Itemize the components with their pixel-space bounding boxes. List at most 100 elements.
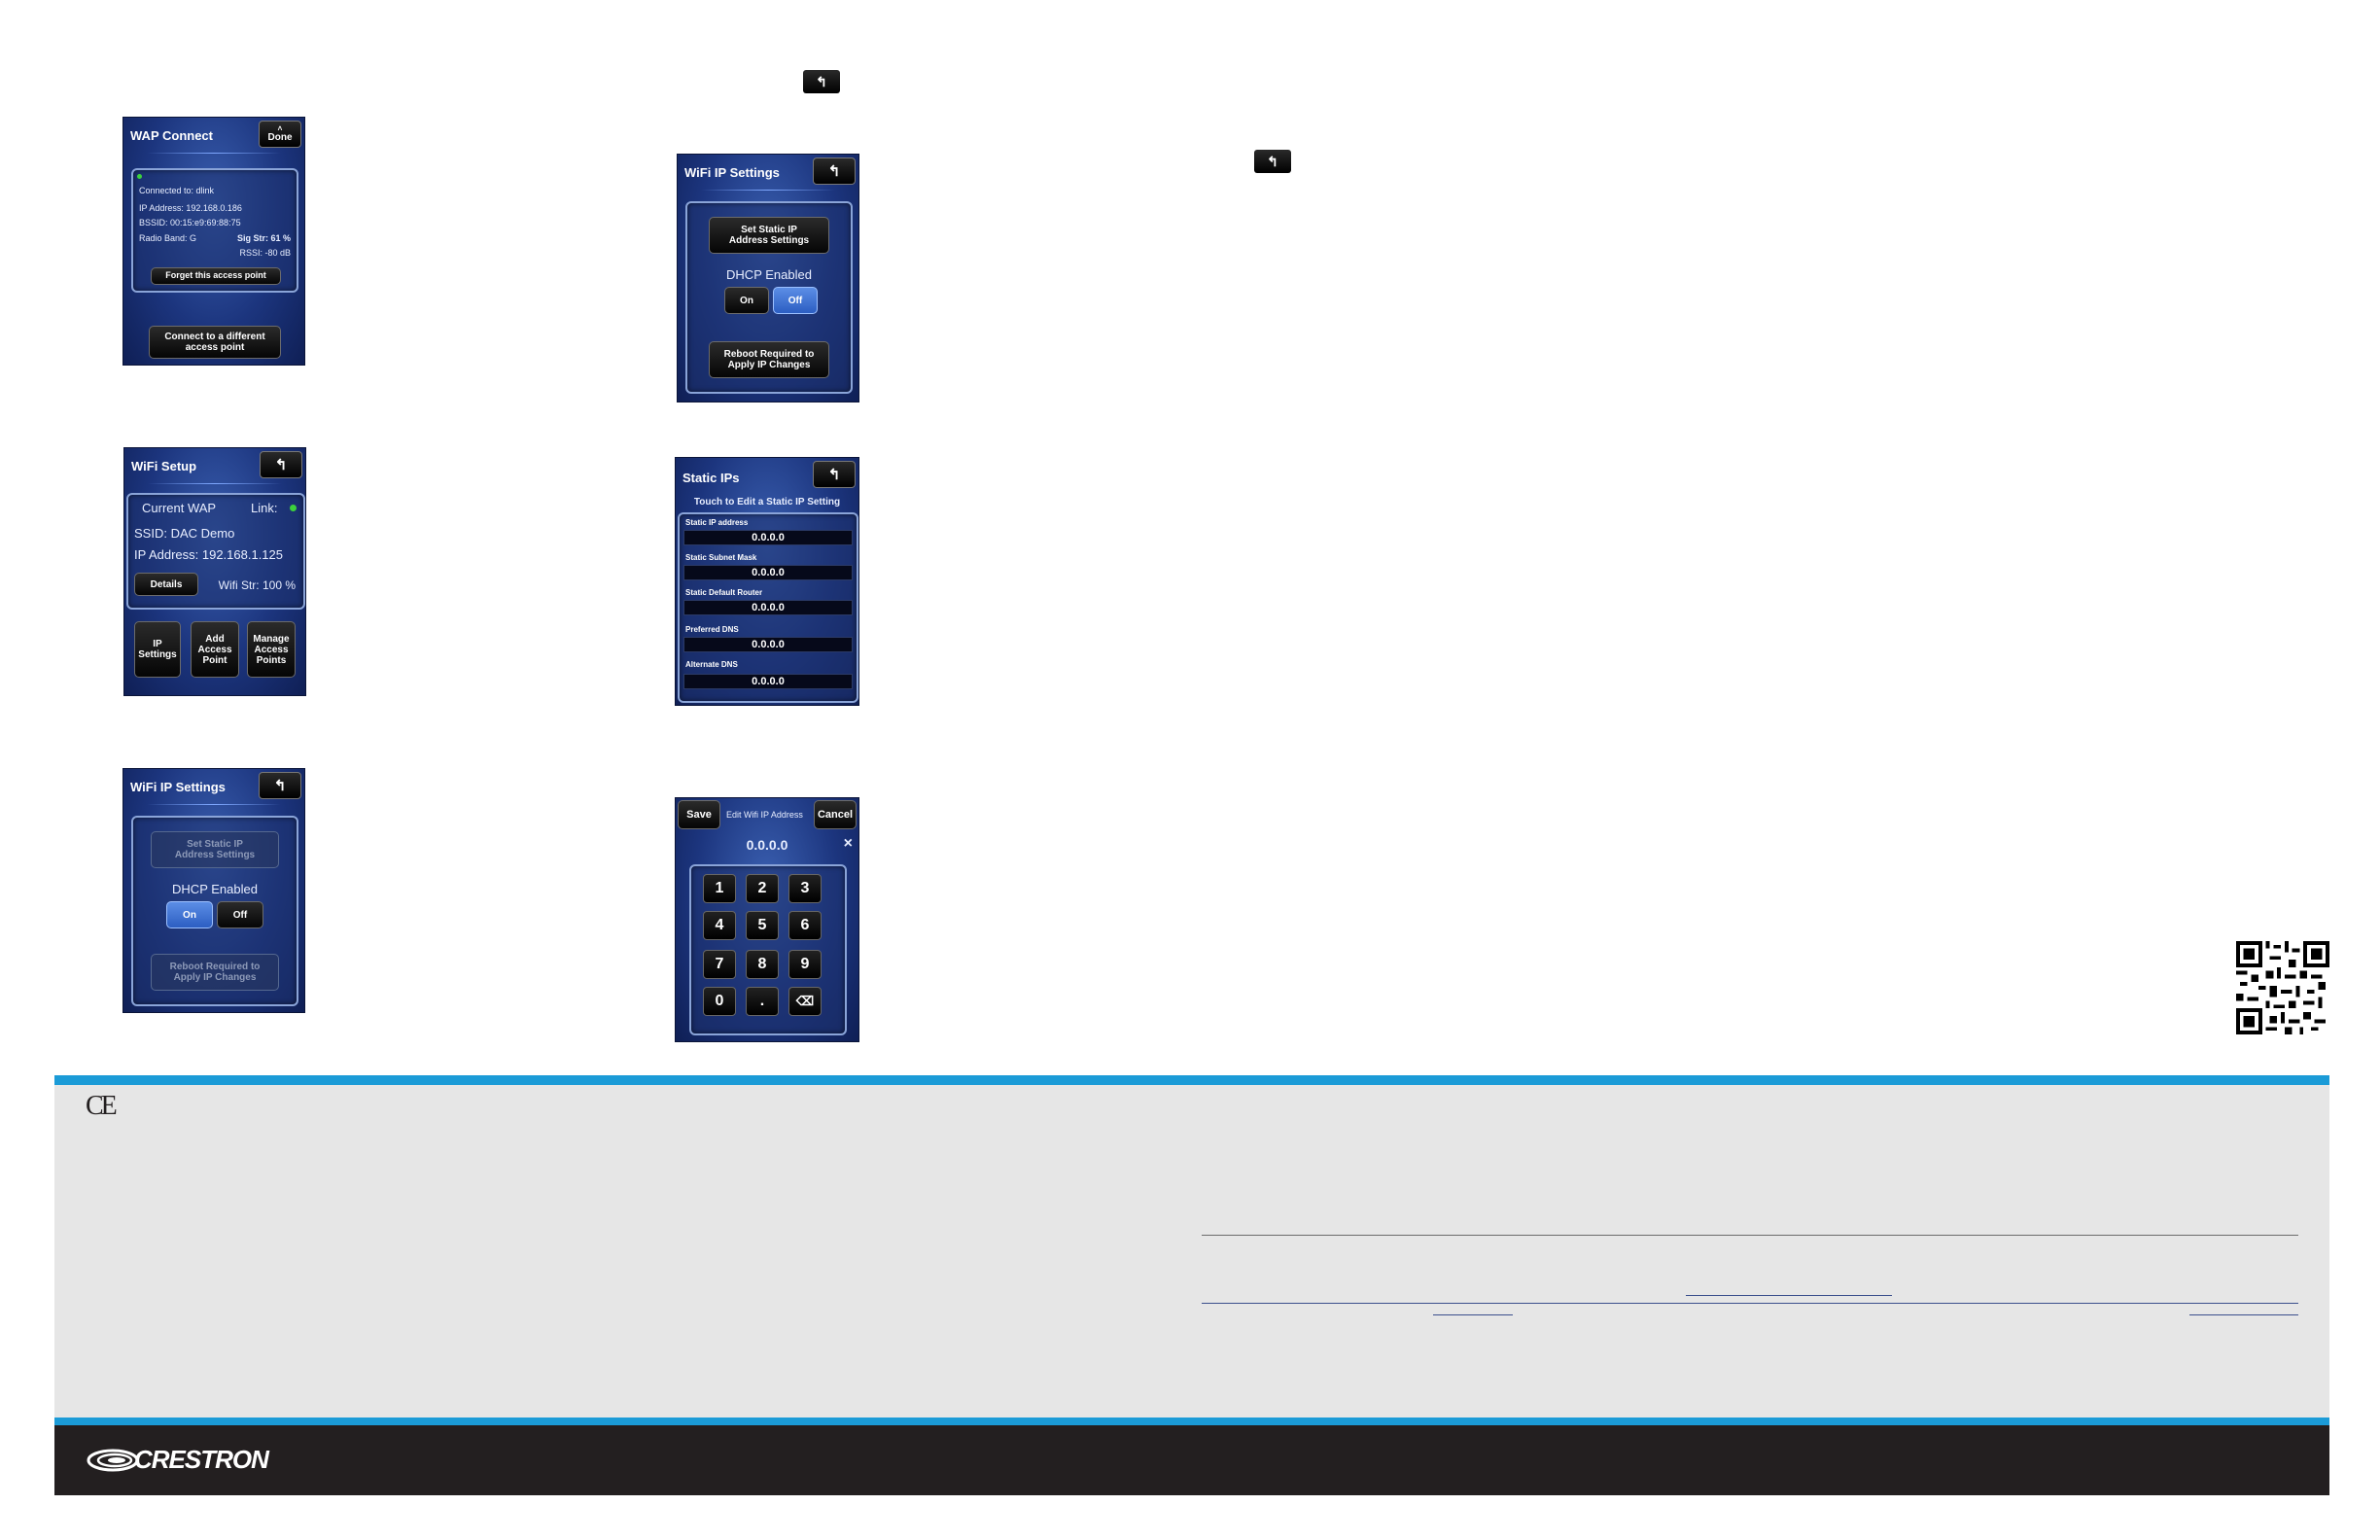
done-button[interactable]: ˄ Done — [259, 121, 301, 148]
current-wap-panel: Current WAP Link: SSID: DAC Demo IP Addr… — [126, 493, 305, 610]
preferred-dns-label: Preferred DNS — [685, 625, 739, 634]
button-line-1: Reboot Required to — [169, 962, 261, 972]
backspace-icon[interactable]: ⌫ — [788, 987, 822, 1016]
manage-access-points-button[interactable]: Manage Access Points — [247, 621, 296, 678]
footer-brand-bar: CRESTRON — [54, 1425, 2329, 1495]
connected-to-text: Connected to: dlink — [139, 186, 215, 195]
key-4[interactable]: 4 — [703, 911, 736, 940]
alternate-dns-field[interactable]: 0.0.0.0 — [683, 674, 853, 689]
preferred-dns-field[interactable]: 0.0.0.0 — [683, 637, 853, 652]
link-label: Link: — [251, 501, 278, 515]
crestron-swirl-icon — [87, 1449, 139, 1471]
rssi-text: RSSI: -80 dB — [239, 248, 291, 258]
static-ips-subtitle: Touch to Edit a Static IP Setting — [693, 497, 841, 508]
set-static-ip-button[interactable]: Set Static IP Address Settings — [709, 217, 829, 254]
dhcp-off-toggle[interactable]: Off — [773, 287, 818, 314]
title-divider — [147, 804, 281, 805]
button-line-2: Apply IP Changes — [727, 360, 811, 370]
title-divider — [147, 153, 281, 154]
key-2[interactable]: 2 — [746, 874, 779, 903]
dhcp-off-toggle[interactable]: Off — [217, 901, 263, 928]
static-default-router-field[interactable]: 0.0.0.0 — [683, 600, 853, 615]
current-wap-label: Current WAP — [142, 501, 217, 515]
footer-bottom-accent — [54, 1418, 2329, 1425]
brand-name: CRESTRON — [134, 1445, 269, 1474]
ip-address-text: IP Address: 192.168.0.186 — [139, 203, 242, 213]
dhcp-enabled-label: DHCP Enabled — [726, 267, 812, 282]
screen-title: WiFi IP Settings — [130, 780, 226, 794]
screen-title: WiFi Setup — [131, 459, 197, 473]
edit-ip-keypad-screen: Save Edit Wifi IP Address Cancel 0.0.0.0… — [675, 797, 859, 1042]
button-line-1: Set Static IP — [187, 839, 243, 850]
button-line-2: access point — [185, 342, 245, 353]
ip-settings-button[interactable]: IP Settings — [134, 621, 181, 678]
link-underline[interactable] — [1686, 1295, 1892, 1296]
key-1[interactable]: 1 — [703, 874, 736, 903]
caret-up-icon: ˄ — [277, 123, 283, 133]
link-underline[interactable] — [2189, 1314, 2298, 1315]
static-ip-address-field[interactable]: 0.0.0.0 — [683, 530, 853, 545]
forget-access-point-button[interactable]: Forget this access point — [151, 267, 281, 285]
ip-entry-display: 0.0.0.0 — [746, 837, 788, 853]
dhcp-on-toggle[interactable]: On — [166, 901, 213, 928]
divider-line — [1202, 1235, 2298, 1236]
clear-entry-icon[interactable]: × — [843, 835, 853, 852]
wifi-strength-text: Wifi Str: 100 % — [218, 578, 296, 592]
add-access-point-button[interactable]: Add Access Point — [191, 621, 239, 678]
back-button[interactable]: ↰ — [259, 772, 301, 799]
bssid-text: BSSID: 00:15:e9:69:88:75 — [139, 218, 241, 228]
save-button[interactable]: Save — [678, 800, 720, 829]
divider-line — [1202, 1303, 2298, 1304]
static-ip-fields-panel: Static IP address 0.0.0.0 Static Subnet … — [678, 512, 858, 703]
back-arrow-icon: ↰ — [273, 778, 287, 794]
back-arrow-icon: ↰ — [1254, 150, 1291, 173]
key-5[interactable]: 5 — [746, 911, 779, 940]
wifi-setup-screen: WiFi Setup ↰ Current WAP Link: SSID: DAC… — [123, 447, 306, 696]
radio-band-text: Radio Band: G — [139, 233, 197, 243]
button-line-2: Apply IP Changes — [173, 972, 257, 983]
link-underline[interactable] — [1433, 1314, 1513, 1315]
key-8[interactable]: 8 — [746, 950, 779, 979]
link-status-icon — [290, 505, 297, 511]
title-divider — [148, 483, 282, 484]
ip-address-text: IP Address: 192.168.1.125 — [134, 547, 283, 562]
key-9[interactable]: 9 — [788, 950, 822, 979]
button-line-2: Address Settings — [174, 850, 256, 860]
wap-connect-screen: WAP Connect ˄ Done Connected to: dlink I… — [122, 117, 305, 366]
wifi-ip-settings-dhcp-on-screen: WiFi IP Settings ↰ Set Static IP Address… — [122, 768, 305, 1013]
static-subnet-mask-label: Static Subnet Mask — [685, 553, 757, 562]
set-static-ip-button[interactable]: Set Static IP Address Settings — [151, 831, 279, 868]
details-button[interactable]: Details — [134, 573, 198, 596]
button-line-1: Set Static IP — [741, 225, 797, 235]
screen-title: WiFi IP Settings — [684, 165, 780, 180]
static-default-router-label: Static Default Router — [685, 588, 763, 597]
back-button[interactable]: ↰ — [260, 451, 302, 478]
connect-different-ap-button[interactable]: Connect to a different access point — [149, 326, 281, 359]
back-button[interactable]: ↰ — [813, 461, 856, 488]
screen-title: Static IPs — [682, 471, 740, 485]
key-3[interactable]: 3 — [788, 874, 822, 903]
key-0[interactable]: 0 — [703, 987, 736, 1016]
key-7[interactable]: 7 — [703, 950, 736, 979]
key-6[interactable]: 6 — [788, 911, 822, 940]
qr-code-icon — [2236, 941, 2329, 1034]
static-subnet-mask-field[interactable]: 0.0.0.0 — [683, 565, 853, 580]
reboot-required-button[interactable]: Reboot Required to Apply IP Changes — [709, 341, 829, 378]
back-arrow-icon: ↰ — [827, 467, 841, 483]
static-ips-screen: Static IPs ↰ Touch to Edit a Static IP S… — [675, 457, 859, 706]
cancel-button[interactable]: Cancel — [814, 800, 857, 829]
title-divider — [701, 190, 835, 191]
back-arrow-icon: ↰ — [274, 457, 288, 473]
signal-strength-text: Sig Str: 61 % — [236, 233, 291, 243]
dhcp-settings-panel: Set Static IP Address Settings DHCP Enab… — [131, 816, 298, 1006]
crestron-logo: CRESTRON — [86, 1445, 269, 1475]
reboot-required-button[interactable]: Reboot Required to Apply IP Changes — [151, 954, 279, 991]
dhcp-on-toggle[interactable]: On — [724, 287, 769, 314]
ce-mark-icon: CE — [86, 1091, 118, 1121]
keypad-panel: 1 2 3 4 5 6 7 8 9 0 . ⌫ — [689, 864, 847, 1035]
key-dot[interactable]: . — [746, 987, 779, 1016]
back-button[interactable]: ↰ — [813, 158, 856, 185]
edit-ip-title: Edit Wifi IP Address — [726, 810, 803, 820]
button-line-2: Address Settings — [728, 235, 810, 246]
back-arrow-icon: ↰ — [803, 70, 840, 93]
